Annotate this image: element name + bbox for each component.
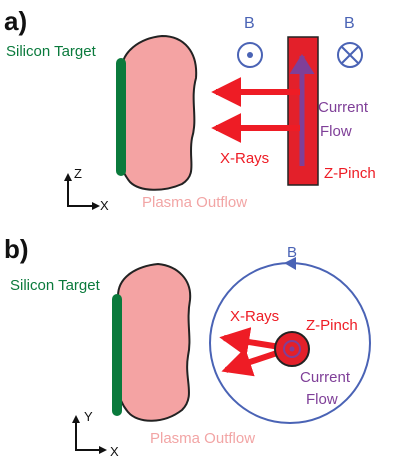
x-rays-label-a: X-Rays — [220, 150, 269, 167]
panel-b-label: b) — [4, 234, 29, 264]
plasma-outflow-blob-b — [116, 262, 192, 422]
axes-indicator-a — [64, 173, 100, 210]
axis-label-x-a: X — [100, 198, 109, 213]
panel-a: a) Silicon Target Plasma Outflow B B Cur… — [4, 6, 376, 213]
axis-label-y-b: Y — [84, 409, 93, 424]
x-ray-arrow-upper-b — [219, 327, 281, 357]
x-rays-label-b: X-Rays — [230, 308, 279, 325]
b-field-label-out-a: B — [244, 15, 255, 32]
b-field-label-b: B — [287, 244, 297, 261]
plasma-outflow-blob-a — [118, 34, 198, 191]
z-pinch-cross-section-icon — [274, 331, 310, 367]
silicon-target-label-a: Silicon Target — [6, 43, 97, 60]
silicon-target-a — [116, 58, 126, 176]
panel-b: b) Silicon Target Plasma Outflow B X-Ray… — [4, 234, 371, 459]
b-field-label-in-a: B — [344, 15, 355, 32]
current-flow-label-line1-b: Current — [300, 369, 351, 386]
axis-label-x-b: X — [110, 444, 119, 459]
current-flow-label-line1-a: Current — [318, 99, 369, 116]
silicon-target-label-b: Silicon Target — [10, 277, 101, 294]
axes-indicator-b — [72, 415, 107, 454]
b-field-out-of-page-icon — [237, 42, 263, 68]
current-flow-label-line2-b: Flow — [306, 391, 338, 408]
panel-a-label: a) — [4, 6, 27, 36]
z-pinch-label-b: Z-Pinch — [306, 317, 358, 334]
plasma-outflow-label-b: Plasma Outflow — [150, 430, 255, 447]
axis-label-z-a: Z — [74, 166, 82, 181]
b-field-direction-arrow — [284, 257, 296, 270]
b-field-into-page-icon — [337, 42, 363, 68]
silicon-target-b — [112, 294, 122, 416]
plasma-outflow-label-a: Plasma Outflow — [142, 194, 247, 211]
x-ray-arrow-lower-b — [221, 347, 281, 377]
z-pinch-label-a: Z-Pinch — [324, 165, 376, 182]
current-flow-label-line2-a: Flow — [320, 123, 352, 140]
